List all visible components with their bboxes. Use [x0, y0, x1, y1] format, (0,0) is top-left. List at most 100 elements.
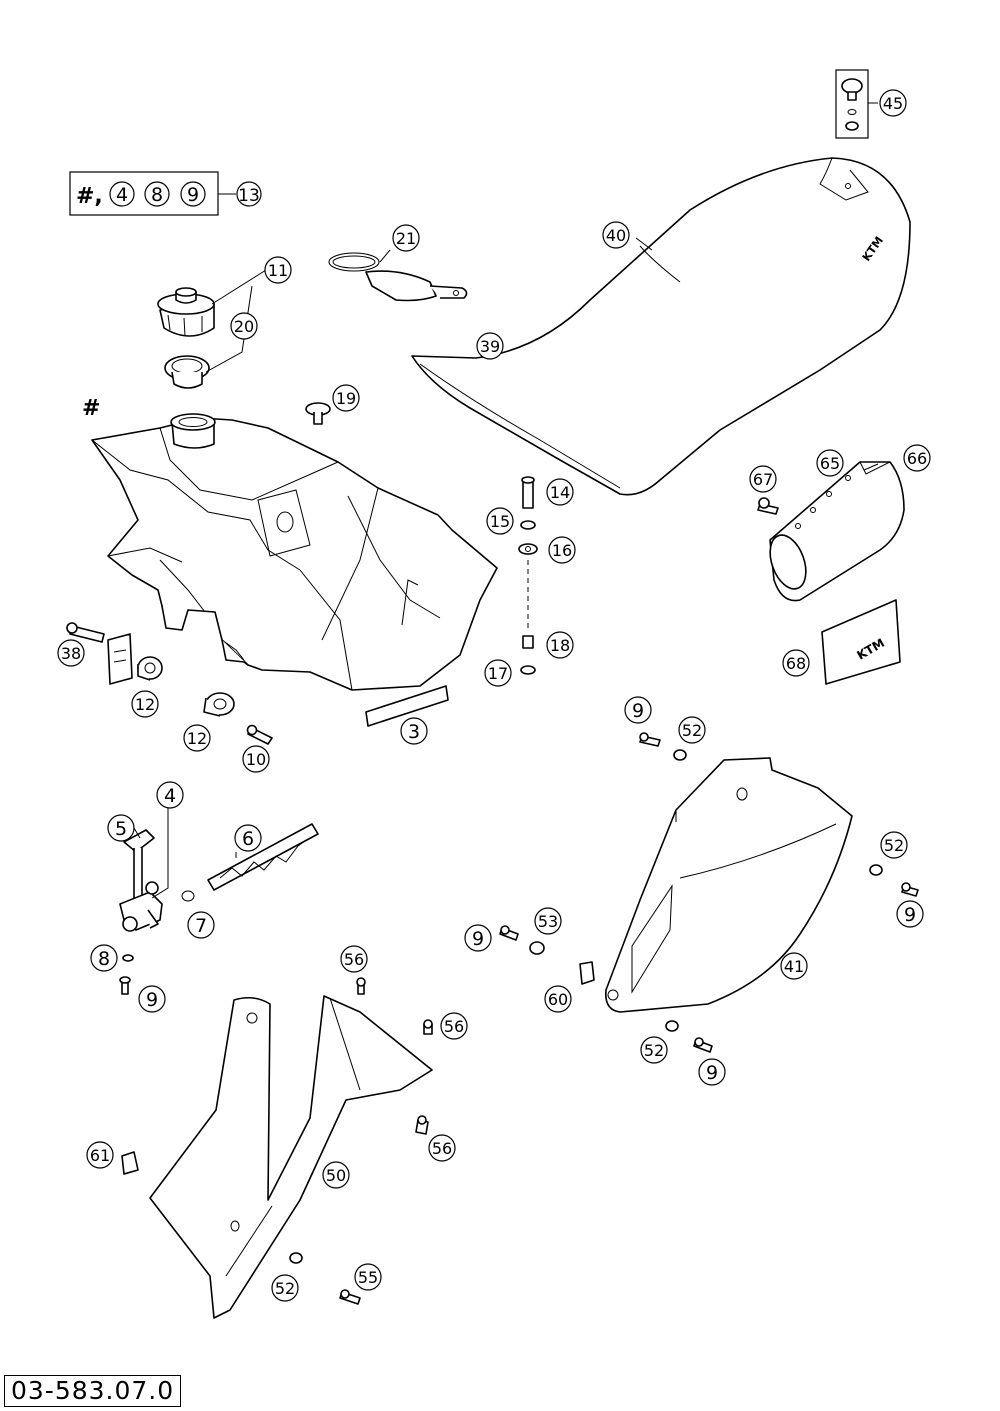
side-cover-left — [149, 995, 433, 1319]
callout-20: 20 — [230, 312, 258, 340]
screw-9-bottom — [693, 1037, 713, 1053]
svg-text:6: 6 — [242, 828, 254, 850]
logo-sticker: KTM — [821, 599, 901, 685]
callout-4: 4 — [156, 781, 184, 809]
svg-text:4: 4 — [164, 785, 176, 807]
callout-52-left: 52 — [271, 1274, 299, 1302]
svg-text:41: 41 — [784, 957, 804, 976]
svg-text:15: 15 — [490, 512, 510, 531]
screw-10 — [246, 724, 273, 745]
callout-9-right: 9 — [896, 900, 924, 928]
callout-11: 11 — [264, 256, 292, 284]
callout-61: 61 — [86, 1141, 114, 1169]
callout-39: 39 — [476, 332, 504, 360]
svg-text:19: 19 — [336, 389, 356, 408]
leader-lines — [133, 237, 879, 899]
svg-text:67: 67 — [753, 470, 773, 489]
clip-60 — [579, 961, 595, 985]
hose-clip — [181, 890, 195, 902]
svg-text:14: 14 — [550, 483, 570, 502]
tap-washer-8 — [122, 954, 134, 962]
callout-19: 19 — [332, 384, 360, 412]
svg-text:45: 45 — [883, 94, 903, 113]
callout-52-top: 52 — [678, 716, 706, 744]
svg-text:52: 52 — [644, 1041, 664, 1060]
svg-text:50: 50 — [326, 1166, 346, 1185]
svg-text:65: 65 — [820, 454, 840, 473]
callout-3: 3 — [400, 717, 428, 745]
svg-text:56: 56 — [432, 1139, 452, 1158]
callout-67: 67 — [749, 465, 777, 493]
callout-38: 38 — [57, 639, 85, 667]
callout-17: 17 — [484, 659, 512, 687]
callout-56-a: 56 — [340, 945, 368, 973]
breather-hose — [328, 252, 468, 302]
svg-text:53: 53 — [538, 912, 558, 931]
quick-fastener-kit — [835, 69, 878, 139]
screw-67 — [757, 497, 779, 515]
callout-53: 53 — [534, 907, 562, 935]
side-cover-right — [604, 757, 853, 1013]
svg-text:9: 9 — [904, 904, 916, 926]
callout-56-c: 56 — [428, 1134, 456, 1162]
kit-item-8: 8 — [151, 184, 163, 206]
callout-6: 6 — [234, 824, 262, 852]
tool-bag — [769, 461, 905, 602]
tank-vent-plug — [305, 402, 331, 425]
tank-hash-marker: # — [82, 396, 100, 421]
tank-bracket — [107, 633, 133, 685]
callout-56-b: 56 — [440, 1012, 468, 1040]
svg-text:52: 52 — [275, 1279, 295, 1298]
callout-7: 7 — [187, 911, 215, 939]
kit-prefix: #, — [76, 184, 103, 209]
callout-10: 10 — [242, 745, 270, 773]
callout-12-a: 12 — [131, 690, 159, 718]
svg-text:9: 9 — [146, 989, 158, 1011]
callout-8: 8 — [90, 944, 118, 972]
callout-18: 18 — [546, 631, 574, 659]
callout-52-bottom: 52 — [640, 1036, 668, 1064]
screw-56-c — [415, 1115, 429, 1135]
svg-text:52: 52 — [682, 721, 702, 740]
fuel-hose — [207, 823, 319, 891]
svg-text:21: 21 — [396, 229, 416, 248]
svg-text:55: 55 — [358, 1268, 378, 1287]
washer-52-top — [673, 749, 687, 761]
rubber-bushing-b — [203, 692, 235, 717]
svg-text:16: 16 — [552, 541, 572, 560]
kit-reference-box: #, 4 8 9 13 — [69, 171, 262, 216]
callout-9-bottom: 9 — [698, 1058, 726, 1086]
svg-text:12: 12 — [135, 695, 155, 714]
callout-14: 14 — [546, 478, 574, 506]
svg-text:56: 56 — [344, 950, 364, 969]
svg-text:8: 8 — [98, 948, 110, 970]
svg-text:3: 3 — [408, 721, 420, 743]
callout-50: 50 — [322, 1161, 350, 1189]
svg-text:20: 20 — [234, 317, 254, 336]
seat-fasteners — [518, 476, 538, 675]
cap-gasket — [164, 355, 210, 389]
kit-item-4: 4 — [116, 184, 128, 206]
svg-text:12: 12 — [187, 729, 207, 748]
svg-text:9: 9 — [706, 1062, 718, 1084]
callout-9-tap: 9 — [138, 985, 166, 1013]
screw-55 — [339, 1289, 361, 1305]
callout-40: 40 — [602, 221, 630, 249]
svg-text:61: 61 — [90, 1146, 110, 1165]
callout-12-b: 12 — [183, 724, 211, 752]
svg-text:5: 5 — [115, 818, 127, 840]
svg-text:7: 7 — [195, 915, 207, 937]
screw-56-b — [423, 1019, 433, 1035]
callout-21: 21 — [392, 224, 420, 252]
callout-9-mid: 9 — [464, 924, 492, 952]
fuel-tap — [119, 829, 163, 932]
callout-5: 5 — [107, 814, 135, 842]
rubber-bushing-a — [137, 656, 163, 681]
callout-52-right: 52 — [880, 831, 908, 859]
drawing-number: 03-583.07.0 — [4, 1375, 182, 1407]
svg-text:17: 17 — [488, 664, 508, 683]
kit-target-13: 13 — [238, 186, 260, 206]
svg-text:9: 9 — [632, 700, 644, 722]
callout-41: 41 — [780, 952, 808, 980]
